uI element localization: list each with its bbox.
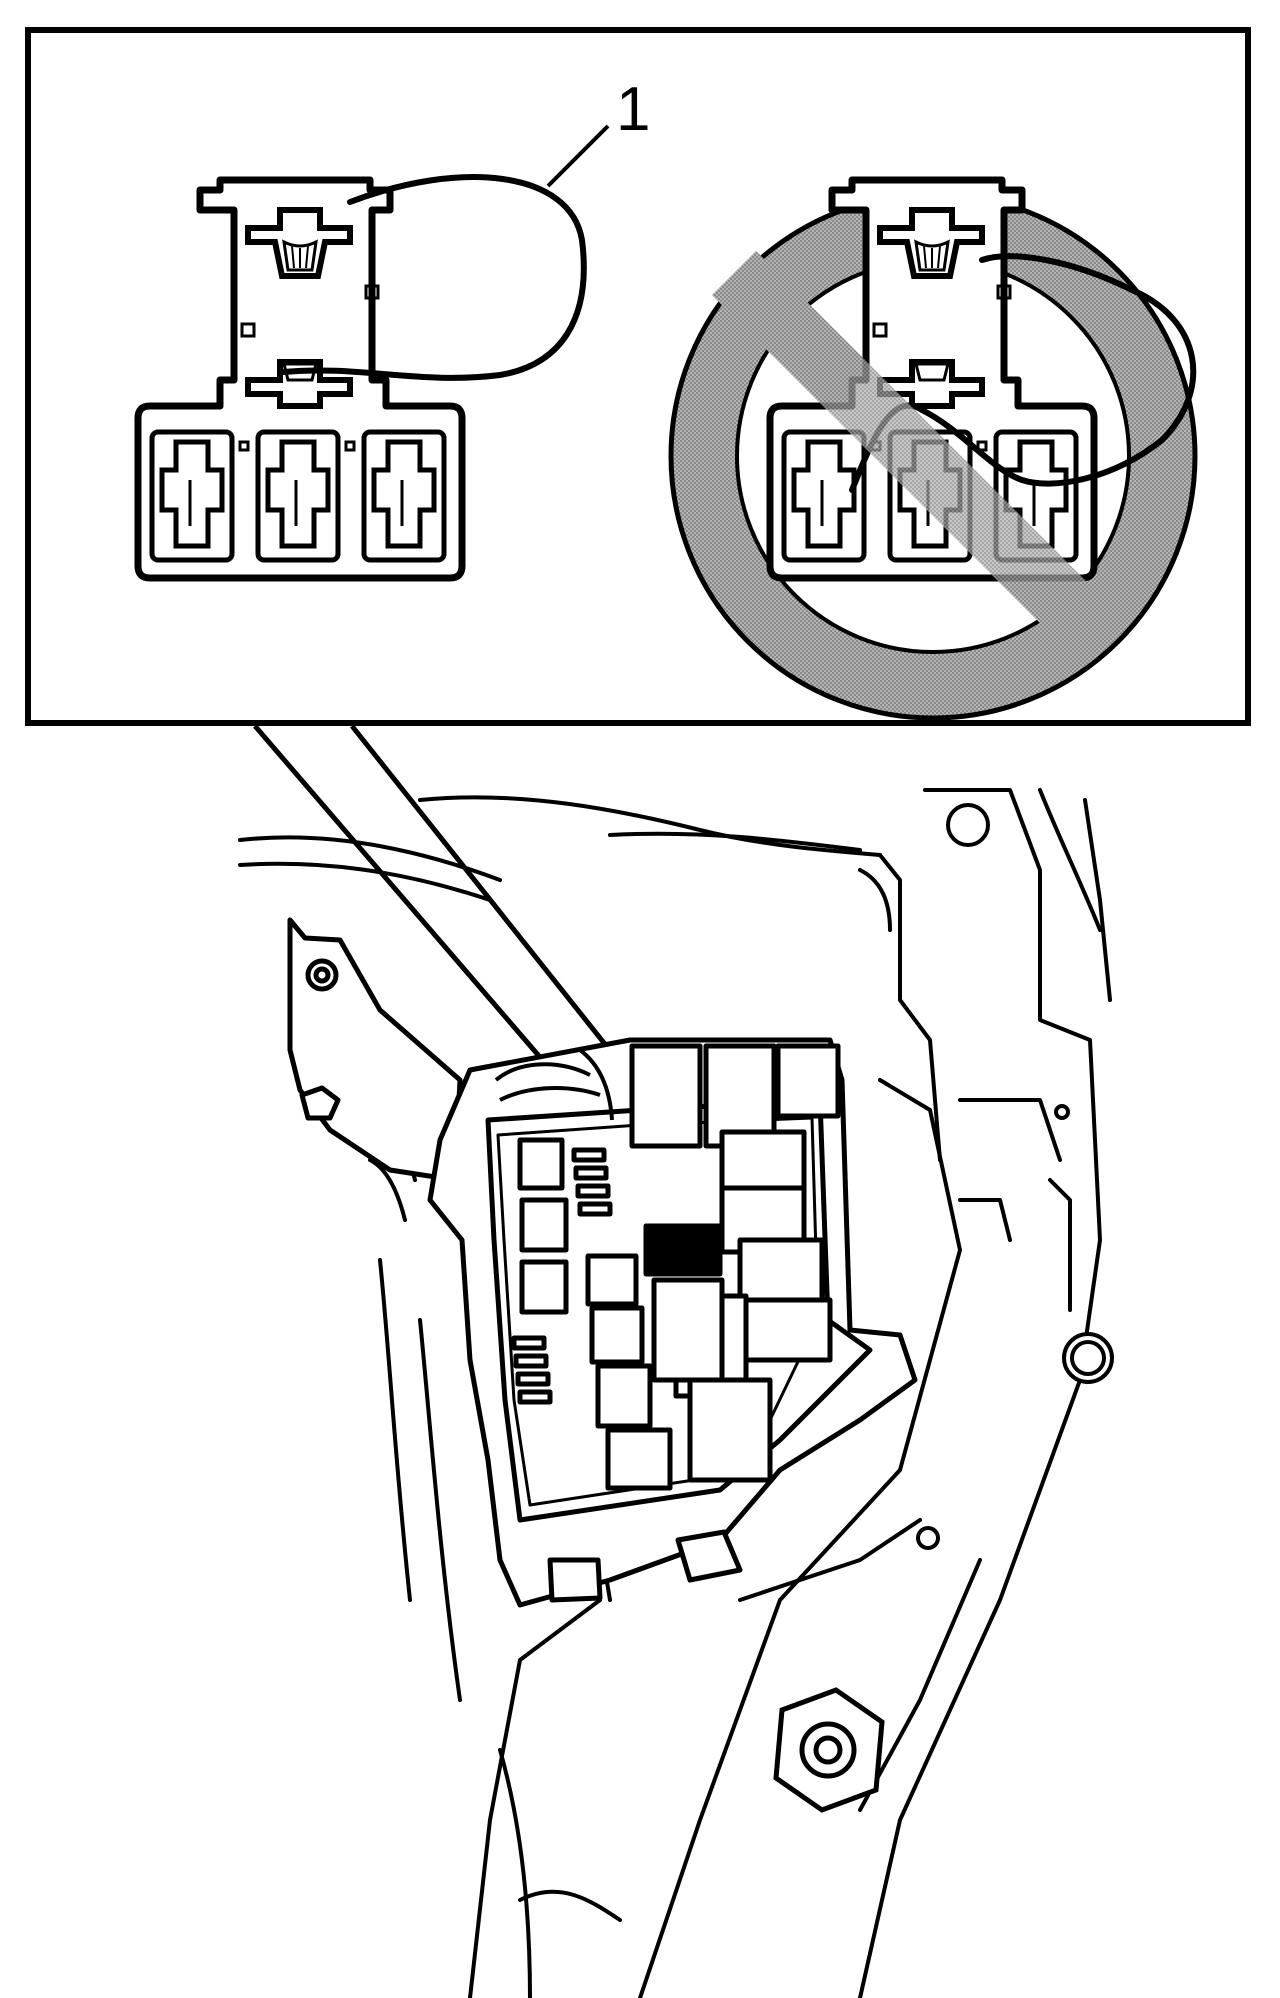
wire-loop-correct — [281, 174, 587, 381]
wire-loop-incorrect — [849, 253, 1197, 493]
mounting-bracket — [287, 917, 463, 1183]
fuse-relay-block — [427, 1037, 918, 1608]
prohibition-bar — [712, 251, 1110, 649]
fuse-puller-correct — [138, 174, 587, 578]
callout-leader-line — [546, 124, 610, 188]
callout-label: 1 — [616, 75, 650, 144]
target-fuse — [643, 1223, 723, 1277]
hex-nut — [773, 1687, 885, 1813]
panel-holes — [916, 803, 1114, 1550]
fuse-puller-incorrect — [770, 180, 1197, 578]
